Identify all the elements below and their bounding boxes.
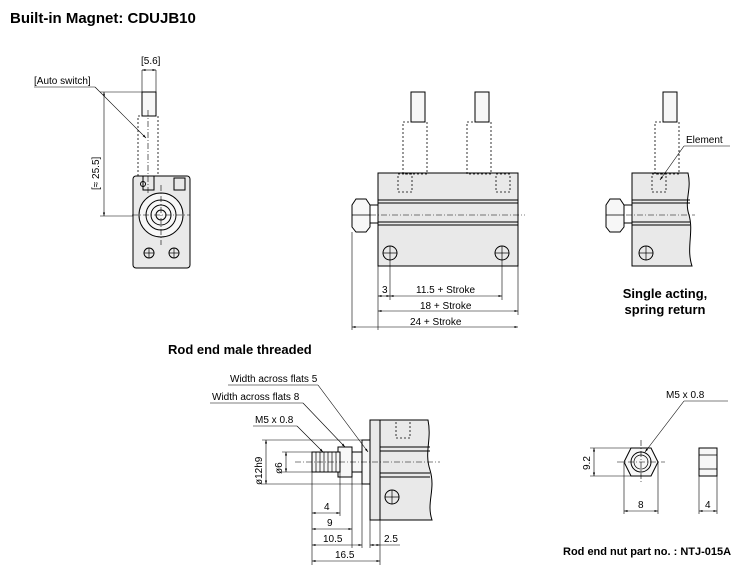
element-label: Element xyxy=(686,135,723,146)
m5-thread-label: M5 x 0.8 xyxy=(255,415,294,426)
dim-24-label: 24 + Stroke xyxy=(410,317,462,328)
nut-8-label: 8 xyxy=(638,500,644,511)
auto-switch-label: [Auto switch] xyxy=(34,76,91,87)
dim-9-label: 9 xyxy=(327,518,333,529)
nut-m5-label: M5 x 0.8 xyxy=(666,390,705,401)
dim-11-5-label: 11.5 + Stroke xyxy=(416,285,475,296)
rod-end-body xyxy=(369,419,433,521)
auto-switch-top xyxy=(141,91,157,117)
side-view-body xyxy=(377,172,519,267)
single-acting-view: Element xyxy=(605,91,730,267)
single-acting-caption: Single acting, spring return xyxy=(622,286,708,317)
nut-view: M5 x 0.8 9.2 8 4 xyxy=(582,390,728,514)
dim-25-5-label: [≈ 25.5] xyxy=(91,156,102,190)
dia-6-label: ø6 xyxy=(274,462,285,474)
dim-10-5-label: 10.5 xyxy=(323,534,343,545)
dim-16-5-label: 16.5 xyxy=(335,550,355,561)
dim-18-label: 18 + Stroke xyxy=(420,301,472,312)
dim-4-label: 4 xyxy=(324,502,330,513)
nut-side xyxy=(698,447,718,477)
nut-4-label: 4 xyxy=(705,500,711,511)
side-view-nut xyxy=(351,198,371,233)
nut-part-caption: Rod end nut part no. : NTJ-015A xyxy=(563,546,732,558)
rod-end-view: Width across flats 5 Width across flats … xyxy=(210,374,440,565)
width-flats-5-label: Width across flats 5 xyxy=(230,374,318,385)
dim-3-label: 3 xyxy=(382,285,388,296)
page-title: Built-in Magnet: CDUJB10 xyxy=(10,10,196,27)
width-flats-8-label: Width across flats 8 xyxy=(212,392,300,403)
side-view: 3 11.5 + Stroke 18 + Stroke 24 + Stroke xyxy=(351,91,525,330)
rod-end-caption: Rod end male threaded xyxy=(168,342,312,357)
single-acting-body xyxy=(631,172,693,267)
nut-9-2-label: 9.2 xyxy=(582,456,593,470)
end-view: [5.6] [Auto switch] [≈ 25.5] xyxy=(34,56,191,269)
dim-5-6-label: [5.6] xyxy=(141,56,161,67)
dim-2-5-label: 2.5 xyxy=(384,534,398,545)
dia-12h9-label: ø12h9 xyxy=(254,456,265,485)
